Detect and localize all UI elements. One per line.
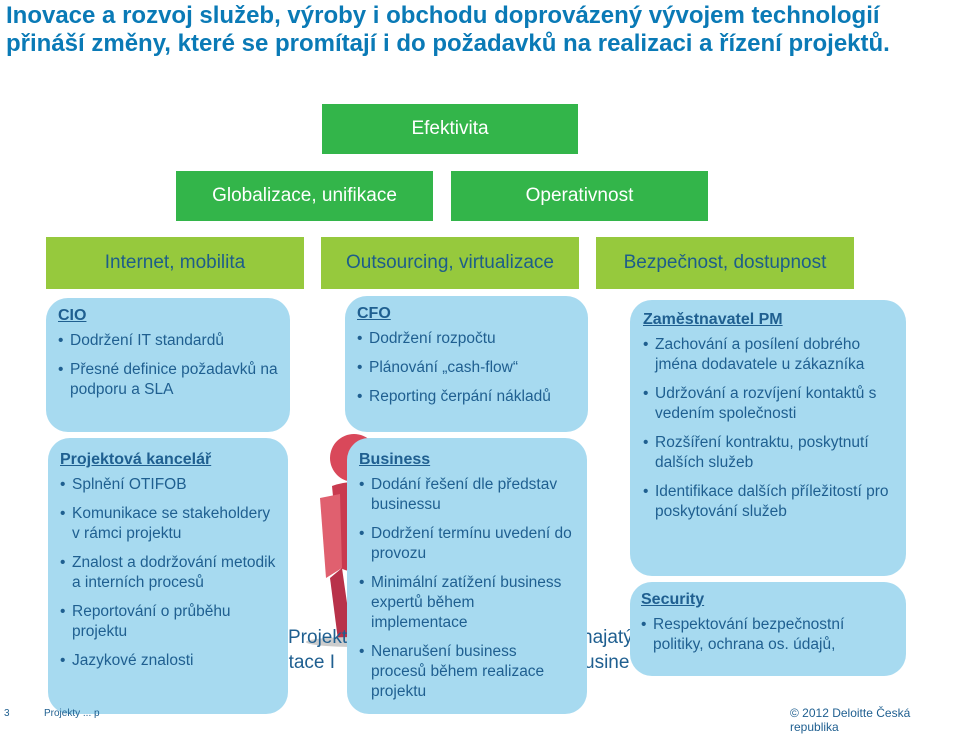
card-cfo-item: Plánování „cash-flow“ (357, 358, 576, 378)
card-pmo-item: Jazykové znalosti (60, 651, 276, 671)
card-business-item: Minimální zatížení business expertů běhe… (359, 573, 575, 633)
card-pmo-item: Znalost a dodržování metodik a interních… (60, 553, 276, 593)
card-cfo-item: Dodržení rozpočtu (357, 329, 576, 349)
partial-text-projekt: Projekt (288, 627, 348, 648)
pyramid-internet: Internet, mobilita (46, 237, 304, 289)
partial-text-najaty: najatý (582, 627, 633, 648)
pyramid-top-efektivita: Efektivita (322, 104, 578, 154)
card-employer-item: Rozšíření kontraktu, poskytnutí dalších … (643, 433, 893, 473)
footer-copyright: © 2012 Deloitte Česká republika (790, 706, 911, 734)
card-cio-heading: CIO (58, 307, 87, 324)
card-business-item: Dodržení termínu uvedení do provozu (359, 524, 575, 564)
card-employer-item: Udržování a rozvíjení kontaktů s vedením… (643, 384, 893, 424)
card-business-item: Nenarušení business procesů během realiz… (359, 642, 575, 702)
pyramid-outsourcing: Outsourcing, virtualizace (321, 237, 579, 289)
card-pmo-item: Komunikace se stakeholdery v rámci proje… (60, 504, 276, 544)
card-employer-pm: Zaměstnavatel PM Zachování a posílení do… (630, 300, 906, 576)
card-project-office: Projektová kancelář Splnění OTIFOB Komun… (48, 438, 288, 714)
card-pmo-heading: Projektová kancelář (60, 451, 212, 468)
card-business-heading: Business (359, 451, 431, 468)
card-cio-item: Dodržení IT standardů (58, 331, 278, 351)
card-cio: CIO Dodržení IT standardů Přesné definic… (46, 298, 290, 432)
card-cfo: CFO Dodržení rozpočtu Plánování „cash-fl… (345, 296, 588, 432)
card-employer-heading: Zaměstnavatel PM (643, 311, 783, 328)
card-pmo-item: Splnění OTIFOB (60, 475, 276, 495)
footer-left-text: Projekty ... p (44, 708, 100, 719)
card-security: Security Respektování bezpečnostní polit… (630, 582, 906, 676)
card-cio-item: Přesné definice požadavků na podporu a S… (58, 360, 278, 400)
slide-title: Inovace a rozvoj služeb, výroby i obchod… (6, 2, 890, 57)
pyramid-globalizace: Globalizace, unifikace (176, 171, 433, 221)
card-employer-item: Identifikace dalších příležitostí pro po… (643, 482, 893, 522)
card-business: Business Dodání řešení dle představ busi… (347, 438, 587, 714)
partial-text-usine: usine (584, 652, 630, 673)
page-number: 3 (4, 708, 10, 719)
pyramid-operativnost: Operativnost (451, 171, 708, 221)
card-cfo-heading: CFO (357, 305, 391, 322)
card-security-heading: Security (641, 591, 705, 608)
card-employer-item: Zachování a posílení dobrého jména dodav… (643, 335, 893, 375)
pyramid-bezpecnost: Bezpečnost, dostupnost (596, 237, 854, 289)
card-security-item: Respektování bezpečnostní politiky, ochr… (641, 615, 895, 655)
card-pmo-item: Reportování o průběhu projektu (60, 602, 276, 642)
partial-text-ntace: ntace I (278, 652, 336, 673)
card-cfo-item: Reporting čerpání nákladů (357, 387, 576, 407)
card-business-item: Dodání řešení dle představ businessu (359, 475, 575, 515)
